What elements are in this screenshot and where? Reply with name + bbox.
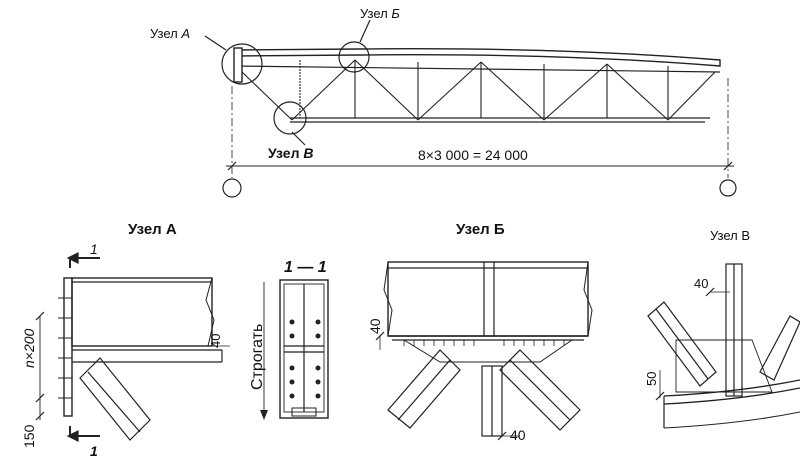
top-chord [235,48,721,67]
detail-v-top-dim: 40 [694,276,708,291]
node-a-callout-circle [221,43,263,85]
node-v-leader [291,131,306,146]
detail-a-title: Узел А [128,221,177,238]
detail-a-bolts [58,297,72,399]
detail-v-left-diagonal [647,301,717,387]
node-b-callout-label: Узел Б [360,6,400,21]
detail-a-end-plate [63,277,73,417]
section-11-outer [279,279,329,419]
end-post [233,47,243,83]
section-11-title: 1 — 1 [284,259,327,276]
node-b-callout-circle [338,41,370,73]
section-11-bolts [289,319,321,399]
detail-b-right-diagonal [499,349,581,431]
detail-b-left-dim: 40 [367,318,383,334]
section-mark-bottom: 1 [90,443,98,459]
right-axis-bubble [719,179,737,197]
detail-b-welds [403,340,565,346]
detail-v-bottom-chord [663,379,800,397]
section-mark-top: 1 [90,241,98,257]
detail-a-right-dim: 40 [208,334,223,348]
detail-a-drawing [35,252,230,442]
detail-a-pitch-dim: n×200 [21,328,37,368]
detail-b-drawing [375,261,593,441]
detail-b-left-diagonal [387,349,461,429]
span-dimension-text: 8×3 000 = 24 000 [418,147,528,163]
node-v-callout-circle [273,101,307,135]
top-chord-lower-line [235,65,721,73]
detail-a-chord [71,277,213,347]
section-11-drawing [260,279,329,420]
detail-a-bottom-dim: 150 [21,424,37,448]
node-a-callout-label: Узел А [150,26,190,41]
detail-b-chord [387,261,589,337]
node-a-leader [204,35,227,51]
detail-v-drawing [647,263,800,429]
section-11-note: Строгать [249,324,266,390]
detail-v-title: Узел В [710,228,750,243]
detail-a-diagonal [79,357,151,441]
detail-v-right-diagonal [759,315,800,381]
detail-v-left-dim: 50 [644,372,659,386]
left-axis-bubble [222,178,242,198]
truss-elevation [204,19,737,198]
node-b-leader [359,19,371,43]
node-v-callout-label: Узел В [268,145,313,161]
detail-b-bottom-dim: 40 [510,427,526,443]
detail-b-title: Узел Б [456,221,505,238]
bottom-chord [290,117,710,123]
web-members [241,59,716,121]
